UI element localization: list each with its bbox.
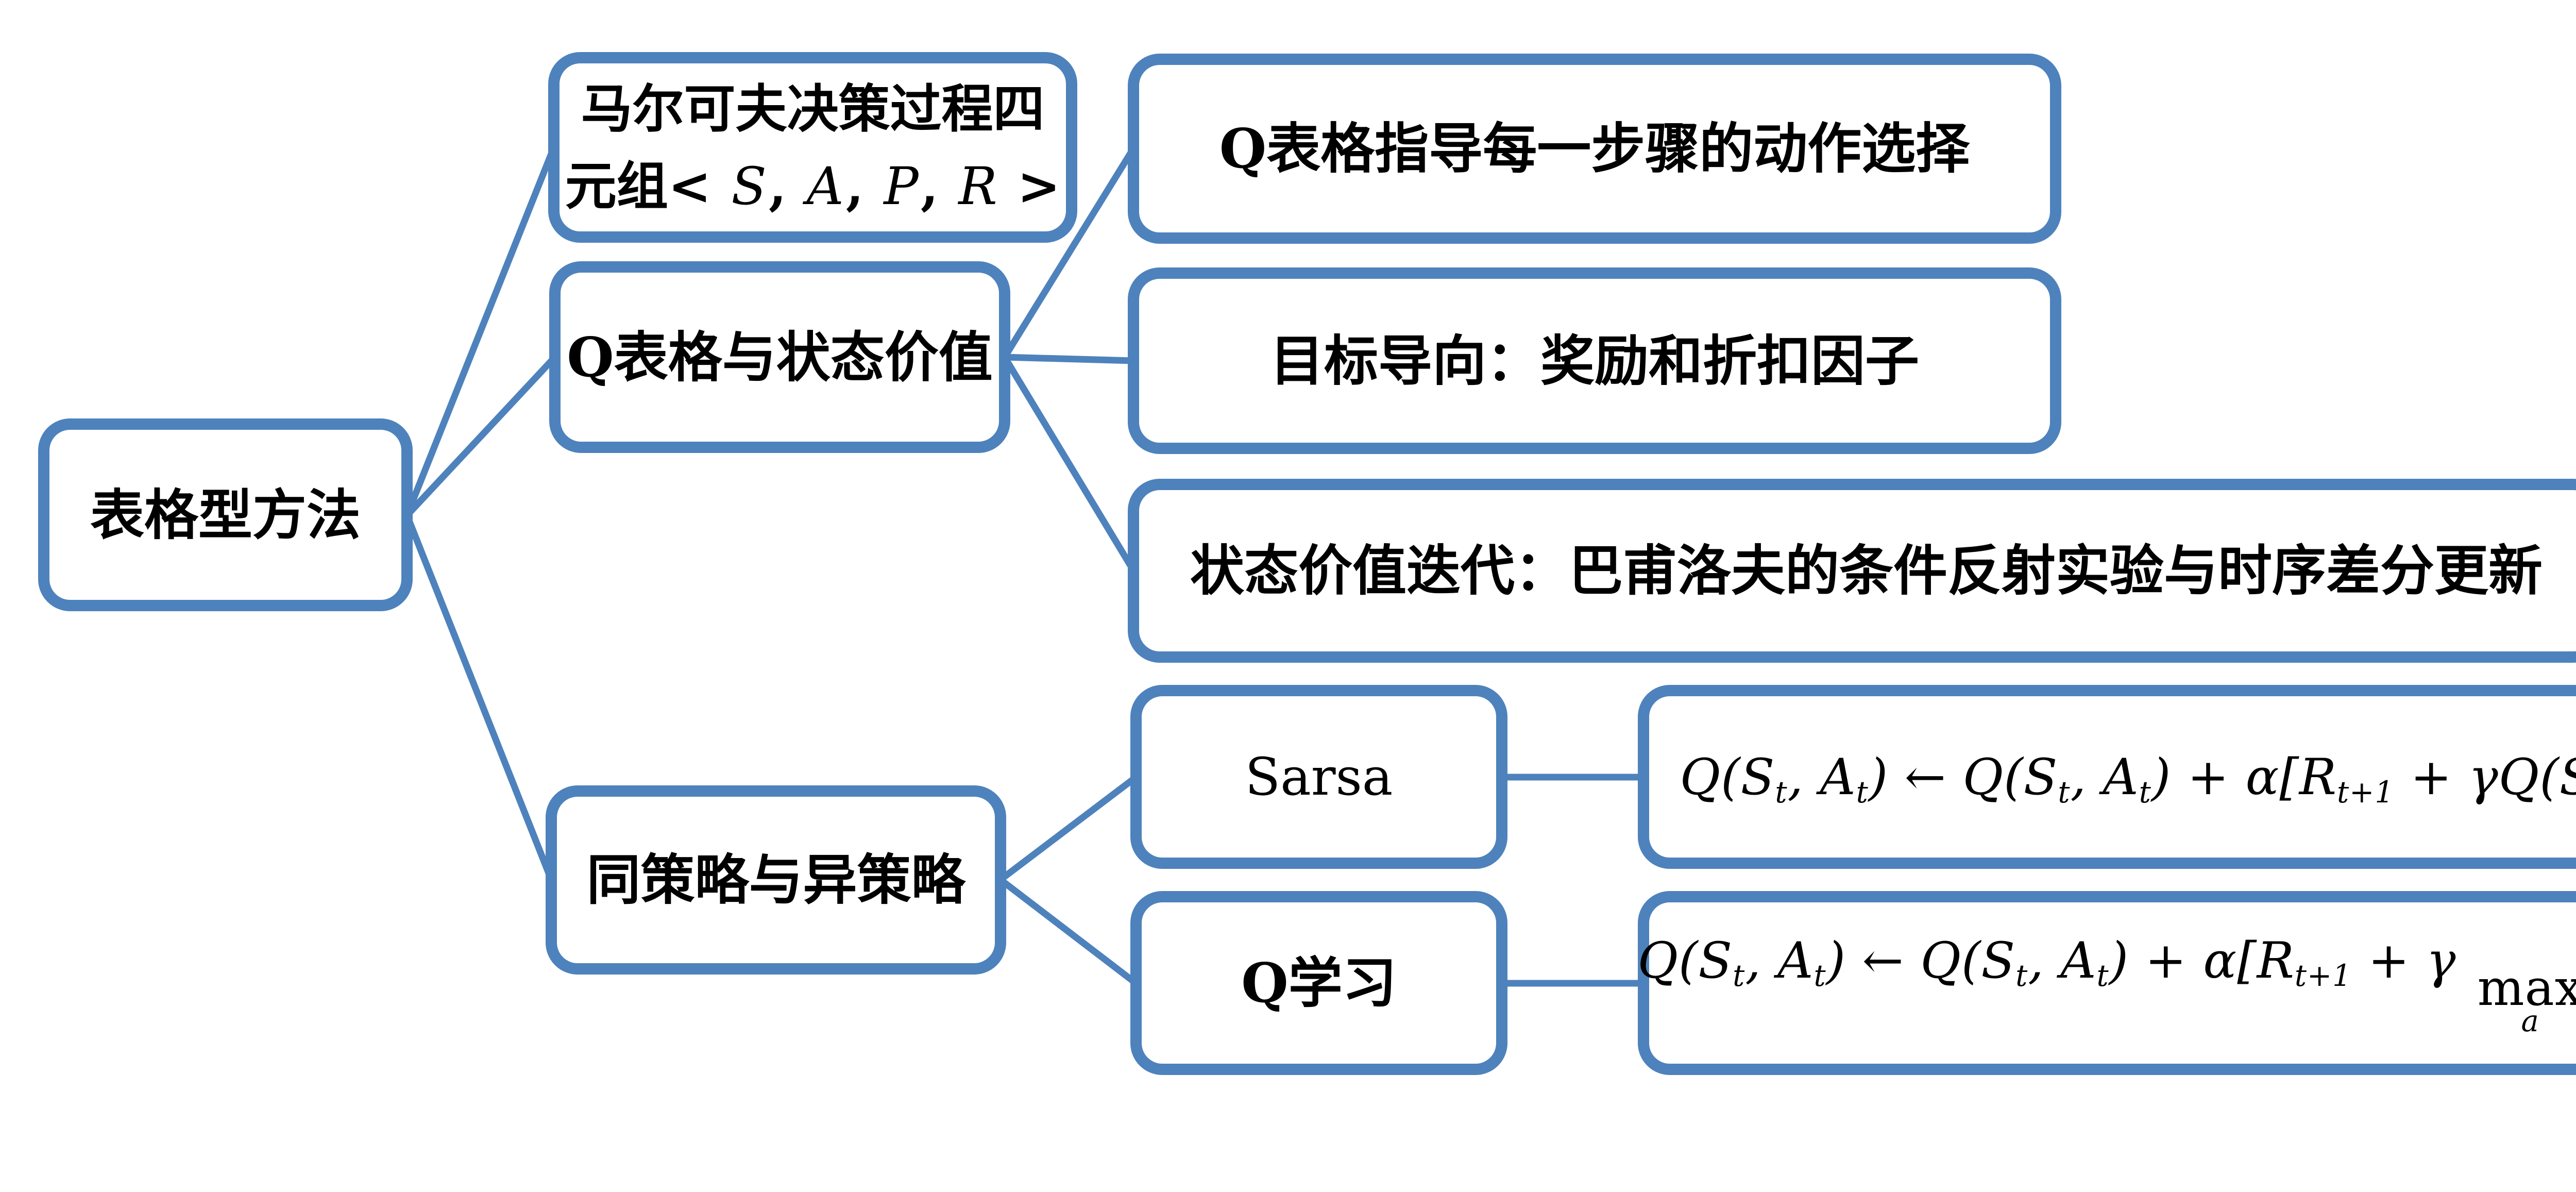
connector-root-qtable <box>404 355 557 518</box>
node-value-iteration-td: 状态价值迭代：巴甫洛夫的条件反射实验与时序差分更新 <box>1128 479 2576 663</box>
node-goal-reward-discount-label: 目标导向：奖励和折扣因子 <box>1269 328 1919 393</box>
node-sarsa-formula: Q(St, At) ← Q(St, At) + α[Rt+1 + γQ(St+1… <box>1638 685 2576 869</box>
node-sarsa-label: Sarsa <box>1245 747 1393 807</box>
sarsa-update-formula: Q(St, At) ← Q(St, At) + α[Rt+1 + γQ(St+1… <box>1680 748 2576 810</box>
connector-policy-qlearning <box>998 877 1138 986</box>
node-mdp-line1: 马尔可夫决策过程四 <box>581 78 1045 139</box>
node-sarsa: Sarsa <box>1130 685 1507 869</box>
connector-policy-sarsa <box>998 774 1138 883</box>
node-mdp-4tuple: 马尔可夫决策过程四 元组< S, A, P, R > <box>548 52 1077 243</box>
node-on-off-policy: 同策略与异策略 <box>546 785 1006 975</box>
node-qtable-label: Q表格与状态价值 <box>567 325 993 389</box>
connector-qtable-child1 <box>1002 146 1137 359</box>
node-on-off-policy-label: 同策略与异策略 <box>586 848 965 912</box>
node-value-iteration-td-label: 状态价值迭代：巴甫洛夫的条件反射实验与时序差分更新 <box>1190 539 2543 602</box>
node-root-label: 表格型方法 <box>90 482 361 547</box>
node-qtable-step-action: Q表格指导每一步骤的动作选择 <box>1128 54 2061 244</box>
node-mdp-line2: 元组< S, A, P, R > <box>565 155 1061 216</box>
node-qlearning: Q学习 <box>1130 891 1507 1075</box>
connector-qtable-child2 <box>1004 354 1134 364</box>
node-root: 表格型方法 <box>38 418 413 611</box>
connector-qtable-child3 <box>1002 355 1137 573</box>
node-qtable-step-action-label: Q表格指导每一步骤的动作选择 <box>1219 116 1970 180</box>
connector-root-mdp <box>403 146 557 517</box>
node-qlearning-label: Q学习 <box>1241 951 1397 1015</box>
node-qtable-state-value: Q表格与状态价值 <box>549 261 1010 453</box>
node-goal-reward-discount: 目标导向：奖励和折扣因子 <box>1128 267 2061 454</box>
connector-root-policy <box>403 514 555 881</box>
